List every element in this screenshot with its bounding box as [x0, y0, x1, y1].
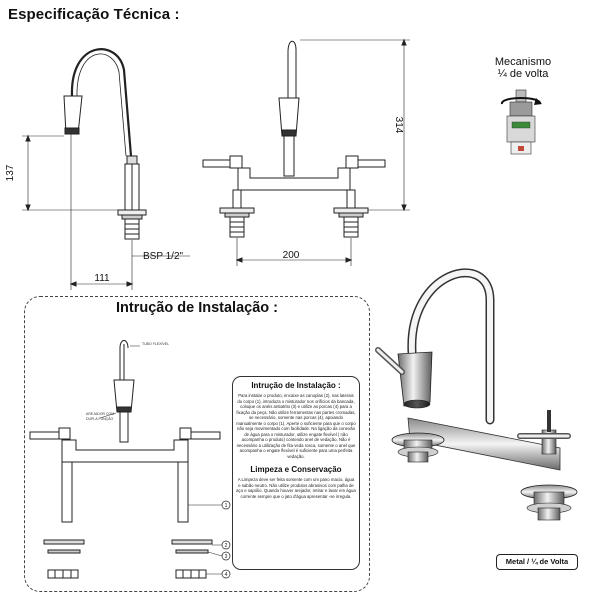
instructions-panel: Intrução de Instalação : Para instalar o…	[232, 376, 360, 570]
dimension-111: 111	[94, 273, 110, 284]
panel-body-install: Para instalar o produto, encaixe as cano…	[236, 393, 356, 459]
mechanism-label-line2: ¼ de volta	[497, 68, 549, 80]
material-badge: Metal / ¼ de Volta	[496, 554, 578, 570]
side-view-drawing	[22, 48, 190, 290]
product-render	[375, 268, 578, 521]
panel-body-cleaning: A Limpeza deve ser feita somente com um …	[236, 477, 356, 499]
marker-1: 1	[225, 503, 228, 509]
page-title: Especificação Técnica :	[8, 6, 180, 23]
dimension-137: 137	[5, 164, 16, 181]
marker-2: 2	[225, 543, 228, 549]
front-view-drawing	[202, 38, 410, 266]
installation-diagram	[29, 340, 231, 579]
marker-4: 4	[225, 572, 228, 578]
panel-heading-cleaning: Limpeza e Conservação	[250, 465, 342, 474]
callout-aerator-line2: DUPLA FUNÇÃO	[86, 417, 114, 421]
callout-flexible-hose: TUBO FLEXÍVEL	[142, 342, 170, 346]
panel-heading-install: Intrução de Instalação :	[251, 381, 341, 390]
mechanism-label-line1: Mecanismo	[494, 56, 552, 68]
installation-frame	[24, 296, 370, 592]
dimension-thread: BSP 1/2"	[143, 251, 184, 262]
callout-aerator-line1: AREJADOR COM	[86, 412, 115, 416]
dimension-314: 314	[393, 117, 404, 134]
marker-3: 3	[225, 554, 228, 560]
cartridge-illustration	[500, 89, 542, 155]
dimension-200: 200	[283, 250, 300, 261]
mechanism-label: Mecanismo ¼ de volta	[478, 56, 568, 80]
installation-title: Intrução de Instalação :	[116, 300, 278, 316]
